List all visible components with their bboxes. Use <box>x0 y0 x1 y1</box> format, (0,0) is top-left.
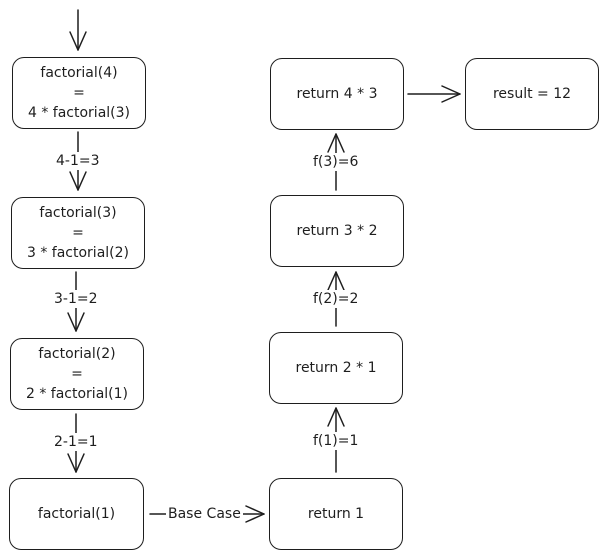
node-result: result = 12 <box>465 58 599 130</box>
node-factorial-3: factorial(3) = 3 * factorial(2) <box>11 197 145 269</box>
edge-label-f1-result: f(1)=1 <box>311 432 361 450</box>
node-factorial-2-call: factorial(2) <box>38 346 116 362</box>
node-return-4x3: return 4 * 3 <box>270 58 404 130</box>
node-return-3x2: return 3 * 2 <box>270 195 404 267</box>
edge-label-f2-f1: 2-1=1 <box>52 433 100 451</box>
node-factorial-4-equals: = <box>73 85 85 101</box>
edge-label-f3-result: f(3)=6 <box>311 153 361 171</box>
node-factorial-1-label: factorial(1) <box>37 506 116 522</box>
edge-label-f2-result: f(2)=2 <box>311 290 361 308</box>
node-factorial-4-call: factorial(4) <box>40 65 118 81</box>
node-factorial-2: factorial(2) = 2 * factorial(1) <box>10 338 144 410</box>
node-return-1-label: return 1 <box>307 506 365 522</box>
edge-label-f4-f3: 4-1=3 <box>54 152 102 170</box>
node-return-1: return 1 <box>269 478 403 550</box>
node-factorial-2-equals: = <box>71 366 83 382</box>
node-factorial-4: factorial(4) = 4 * factorial(3) <box>12 57 146 129</box>
node-return-3x2-label: return 3 * 2 <box>296 223 378 239</box>
node-return-2x1: return 2 * 1 <box>269 332 403 404</box>
node-factorial-2-expansion: 2 * factorial(1) <box>25 386 128 402</box>
node-factorial-3-equals: = <box>72 225 84 241</box>
edge-label-f3-f2: 3-1=2 <box>52 290 100 308</box>
node-result-label: result = 12 <box>492 86 572 102</box>
node-factorial-3-expansion: 3 * factorial(2) <box>26 245 129 261</box>
node-factorial-3-call: factorial(3) <box>39 205 117 221</box>
node-factorial-4-expansion: 4 * factorial(3) <box>27 105 130 121</box>
edge-label-base-case: Base Case <box>166 505 243 523</box>
node-factorial-1: factorial(1) <box>9 478 144 550</box>
edge-return43-to-result <box>407 85 461 103</box>
entry-arrow <box>69 9 87 51</box>
node-return-4x3-label: return 4 * 3 <box>296 86 378 102</box>
node-return-2x1-label: return 2 * 1 <box>295 360 377 376</box>
